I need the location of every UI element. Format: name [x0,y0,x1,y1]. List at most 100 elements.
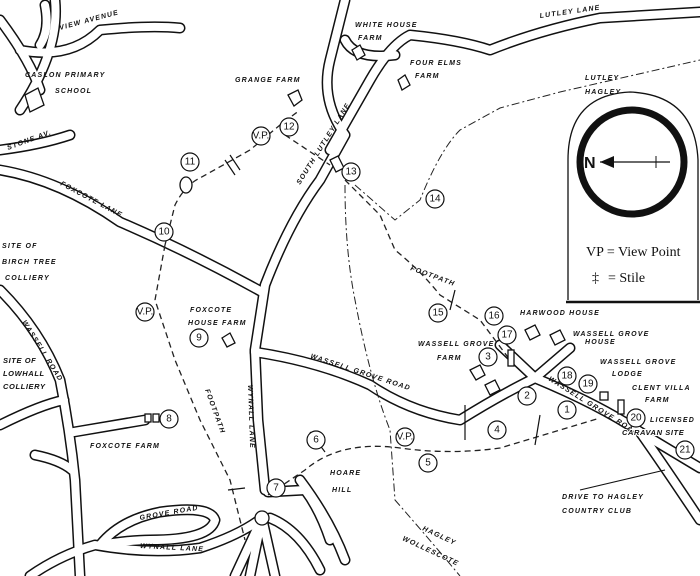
point-number: 16 [488,311,500,322]
road-label-wynall-lane-south: WYNALL LANE [140,543,204,553]
point-marker-17 [497,325,517,345]
viewpoint-marker [395,427,415,447]
buildings [24,44,625,423]
point-number: 4 [494,425,500,436]
road [326,8,700,154]
four-elms-farm-label: FARM [415,73,440,80]
leader-line [579,469,666,491]
legend-box: N VP = View Point ‡ = Stile [566,91,700,304]
point-marker-4 [487,420,507,440]
point-number: 2 [524,391,530,402]
point-marker-15 [428,303,448,323]
hoare-hill-label: HILL [332,487,352,494]
point-number: 6 [313,435,319,446]
viewpoint-label: V.P. [253,131,270,142]
point-number: 10 [158,227,170,238]
parish-boundaries [344,59,700,576]
road [26,514,266,576]
point-marker-20 [626,408,646,428]
road [264,486,334,574]
viewpoint-label: V.P. [397,432,414,443]
point-marker-6 [306,430,326,450]
road [0,286,84,576]
foxcote-house-farm-label: HOUSE FARM [188,320,247,327]
road [324,6,700,156]
road [496,341,574,382]
road [636,428,700,524]
point-number: 18 [561,371,573,382]
viewpoint-marker [135,302,155,322]
point-marker-1 [557,400,577,420]
point-marker-16 [484,306,504,326]
road [0,0,184,114]
colliery-label: COLLIERY [5,275,50,282]
north-arrow-icon [600,156,670,168]
point-marker-10 [154,222,174,242]
wassell-grove-farm-label: WASSELL GROVE [418,341,495,348]
colliery-label: BIRCH TREE [2,259,57,266]
country-club-label: COUNTRY CLUB [562,508,632,515]
road [0,396,68,429]
point-marker-2 [517,386,537,406]
point-number: 15 [432,308,444,319]
point-marker-19 [578,374,598,394]
point-number: 12 [283,122,295,133]
point-marker-12 [279,117,299,137]
school-label: SCHOOL [55,88,92,95]
point-number: 19 [582,379,594,390]
point-marker-5 [418,453,438,473]
white-house-farm-label: WHITE HOUSE [355,22,418,29]
point-number: 7 [273,483,279,494]
hoare-hill-label: HOARE [330,470,361,477]
wassell-grove-lodge-label: WASSELL GROVE [600,359,677,366]
road [0,166,266,296]
road [251,348,700,472]
point-marker-21 [675,440,695,460]
stile-icon: ‡ [592,271,599,286]
legend-viewpoint: VP = View Point [586,245,681,260]
grange-farm-label: GRANGE FARM [235,77,301,84]
road [251,0,349,494]
caravan-site-label: CARAVAN SITE [622,428,685,437]
point-number: 21 [679,445,691,456]
point-number: 8 [166,414,172,425]
country-club-label: DRIVE TO HAGLEY [562,494,644,501]
point-marker-14 [425,189,445,209]
colliery-label: COLLIERY [3,382,46,391]
point-number: 14 [429,194,441,205]
point-marker-11 [180,152,200,172]
wassell-grove-house-label: HOUSE [585,339,616,346]
wassell-grove-farm-label: FARM [437,355,462,362]
wassell-grove-lodge-label: LODGE [612,371,643,378]
point-marker-13 [341,162,361,182]
white-house-farm-label: FARM [358,35,383,42]
colliery-label: SITE OF [2,243,38,250]
colliery-label: LOWHALL [3,369,45,378]
road [70,416,149,436]
compass-north-label: N [584,155,596,172]
point-number: 1 [564,405,570,416]
foxcote-farm-label: FOXCOTE FARM [90,443,160,450]
legend-stile: = Stile [608,271,645,286]
point-marker-3 [478,347,498,367]
school-label: CASLON PRIMARY [25,72,106,79]
foxcote-house-farm-label: FOXCOTE [190,307,232,314]
harwood-house-label: HARWOOD HOUSE [520,310,600,317]
point-number: 5 [425,458,431,469]
road [231,476,349,576]
point-number: 20 [630,413,642,424]
point-number: 3 [485,352,491,363]
four-elms-farm-label: FOUR ELMS [410,60,462,67]
point-number: 13 [345,167,357,178]
point-marker-7 [266,478,286,498]
caravan-site-label: LICENSED [650,417,695,424]
point-marker-9 [189,328,209,348]
place-labels: VIEW AVENUE STONE AV. LUTLEY LANE SOUTH … [2,5,695,568]
point-number: 9 [196,333,202,344]
wassell-grove-house-label: WASSELL GROVE [573,331,650,338]
boundary-label-hagley: HAGLEY [585,89,622,96]
road-label-foxcote-lane: FOXCOTE LANE [59,181,123,220]
colliery-label: SITE OF [3,356,36,365]
